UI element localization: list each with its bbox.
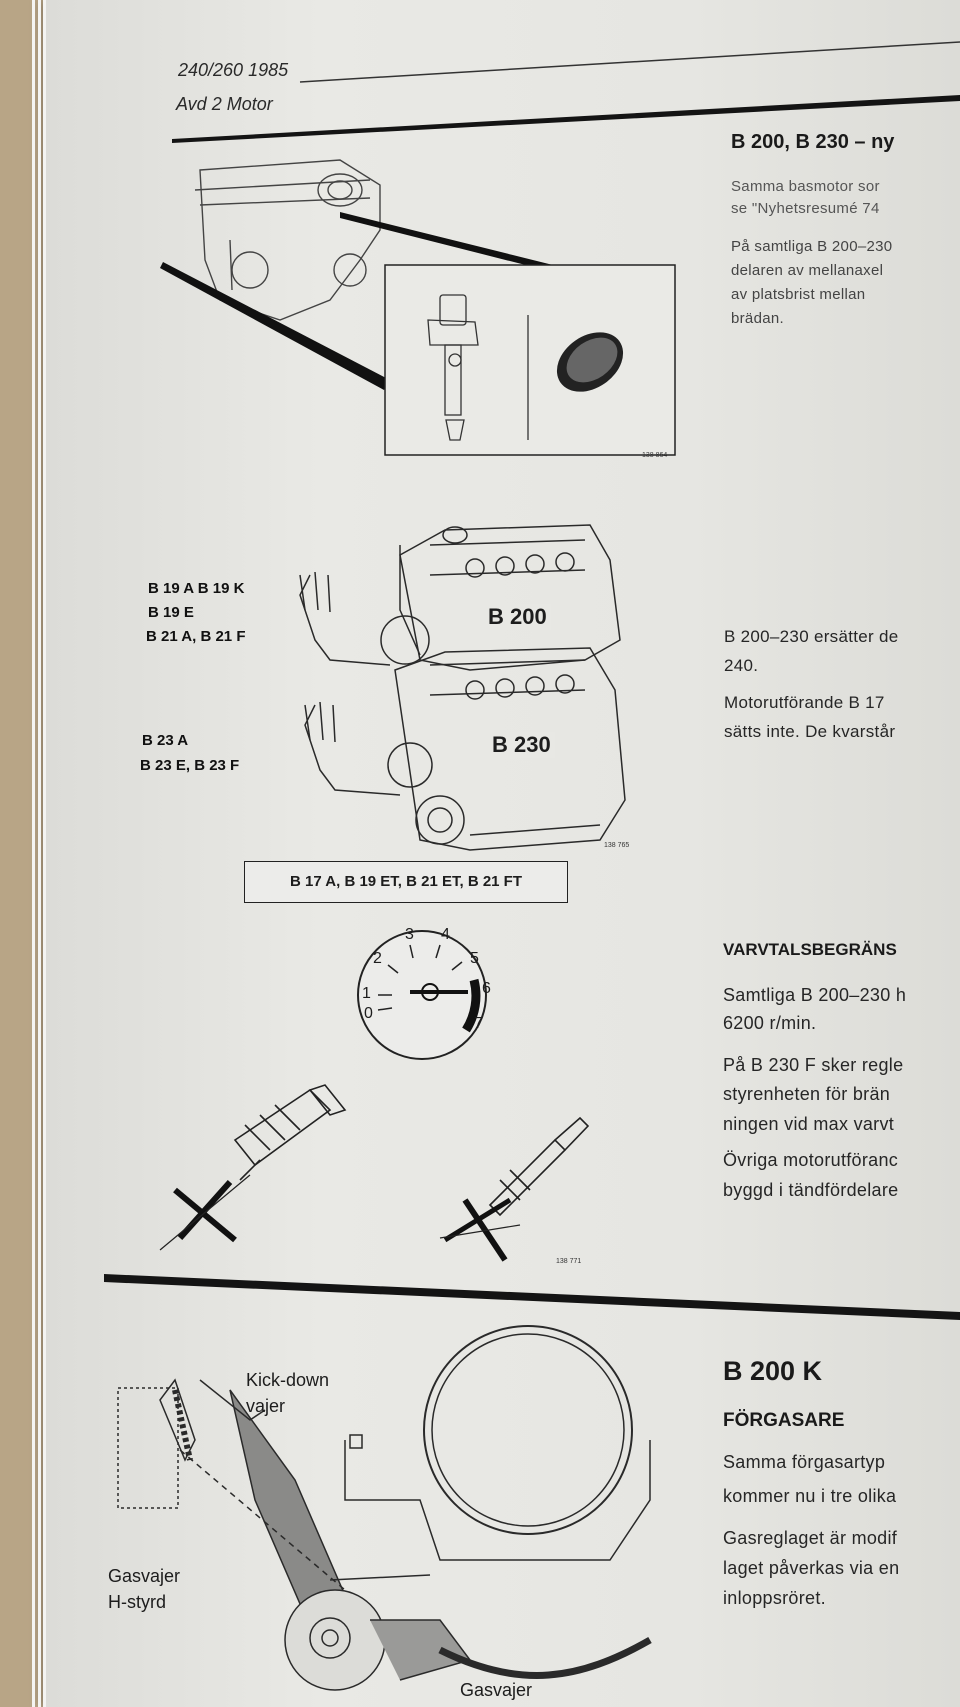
section2-text: B 200–230 ersätter de bbox=[724, 627, 899, 646]
section3-text: Samtliga B 200–230 h bbox=[723, 985, 907, 1005]
section1-line6: brädan. bbox=[731, 310, 784, 327]
section3-text: byggd i tändfördelare bbox=[723, 1180, 899, 1200]
engine-b200-illustration bbox=[380, 524, 621, 671]
section4-title: B 200 K bbox=[723, 1356, 823, 1386]
section4-text: Gasreglaget är modif bbox=[723, 1528, 898, 1548]
old-engine-label: B 19 A B 19 K bbox=[148, 580, 245, 597]
kept-engines-box: B 17 A, B 19 ET, B 21 ET, B 21 FT bbox=[244, 861, 568, 903]
section4-text: inloppsröret. bbox=[723, 1588, 826, 1608]
gauge-tick: 3 bbox=[405, 926, 414, 943]
gauge-tick: 1 bbox=[362, 985, 371, 1002]
section4-subtitle: FÖRGASARE bbox=[723, 1410, 845, 1431]
gauge-tick: 0 bbox=[364, 1005, 373, 1022]
section3-text: ningen vid max varvt bbox=[723, 1114, 895, 1134]
cross-mark-icon bbox=[159, 1174, 251, 1251]
gauge-tick: 6 bbox=[482, 980, 491, 997]
cross-mark-icon bbox=[439, 1197, 521, 1262]
section3-text: 6200 r/min. bbox=[723, 1013, 817, 1033]
page-edge bbox=[38, 0, 41, 1707]
page-edge bbox=[43, 0, 46, 1707]
engine-b230-illustration bbox=[387, 647, 626, 851]
header-model: 240/260 1985 bbox=[178, 60, 289, 80]
section1-line3: På samtliga B 200–230 bbox=[731, 238, 893, 255]
gauge-tick: 2 bbox=[373, 950, 382, 967]
distributor-illustration bbox=[427, 294, 479, 441]
figure-number: 138 864 bbox=[642, 452, 668, 459]
old-engine-label: B 23 A bbox=[142, 732, 189, 749]
old-engine-label: B 19 E bbox=[148, 604, 194, 621]
seal-plug-illustration bbox=[556, 332, 624, 392]
section2-text: Motorutförande B 17 bbox=[724, 693, 885, 712]
section4-text: laget påverkas via en bbox=[723, 1558, 900, 1578]
kickdown-label: Kick-down bbox=[246, 1370, 330, 1390]
figure-number: 138 765 bbox=[604, 842, 630, 849]
gauge-tick: 7 bbox=[474, 1015, 483, 1032]
section1-line5: av platsbrist mellan bbox=[731, 286, 866, 303]
engine-label-b230: B 230 bbox=[488, 732, 555, 758]
section1-title: B 200, B 230 – ny bbox=[731, 131, 895, 153]
gas-cable-label: Gasvajer bbox=[460, 1680, 533, 1700]
section3-text: På B 230 F sker regle bbox=[723, 1055, 904, 1075]
section1-line4: delaren av mellanaxel bbox=[731, 262, 884, 279]
injector-illustration bbox=[233, 1084, 347, 1181]
gauge-tick: 4 bbox=[441, 926, 450, 943]
section1-line2: se "Nyhetsresumé 74 bbox=[731, 200, 880, 217]
gas-cable-h-label: Gasvajer bbox=[108, 1566, 181, 1586]
figure-number: 138 771 bbox=[556, 1258, 582, 1265]
page-edge bbox=[32, 0, 35, 1707]
kickdown-label: vajer bbox=[246, 1396, 286, 1416]
header-section: Avd 2 Motor bbox=[176, 94, 273, 114]
gas-cable-h-label: H-styrd bbox=[108, 1592, 166, 1612]
section4-text: kommer nu i tre olika bbox=[723, 1486, 897, 1506]
section3-title: VARVTALSBEGRÄNS bbox=[723, 940, 897, 959]
inset-box bbox=[384, 264, 676, 456]
section2-text: 240. bbox=[724, 656, 759, 675]
tachometer-illustration bbox=[357, 930, 487, 1060]
carburetor-illustration bbox=[117, 1325, 652, 1691]
engine-label-b200: B 200 bbox=[484, 604, 551, 630]
spark-plug-illustration bbox=[488, 1116, 590, 1217]
section3-text: styrenheten för brän bbox=[723, 1084, 891, 1104]
engine-top-illustration bbox=[194, 159, 381, 321]
section1-line1: Samma basmotor sor bbox=[731, 178, 880, 195]
section3-text: Övriga motorutföranc bbox=[723, 1150, 899, 1170]
section4-text: Samma förgasartyp bbox=[723, 1452, 886, 1472]
old-engine-label: B 23 E, B 23 F bbox=[140, 757, 240, 774]
waving-hands-illustration bbox=[299, 571, 401, 796]
old-engine-label: B 21 A, B 21 F bbox=[146, 628, 246, 645]
gauge-tick: 5 bbox=[470, 950, 479, 967]
section2-text: sätts inte. De kvarstår bbox=[724, 722, 896, 741]
